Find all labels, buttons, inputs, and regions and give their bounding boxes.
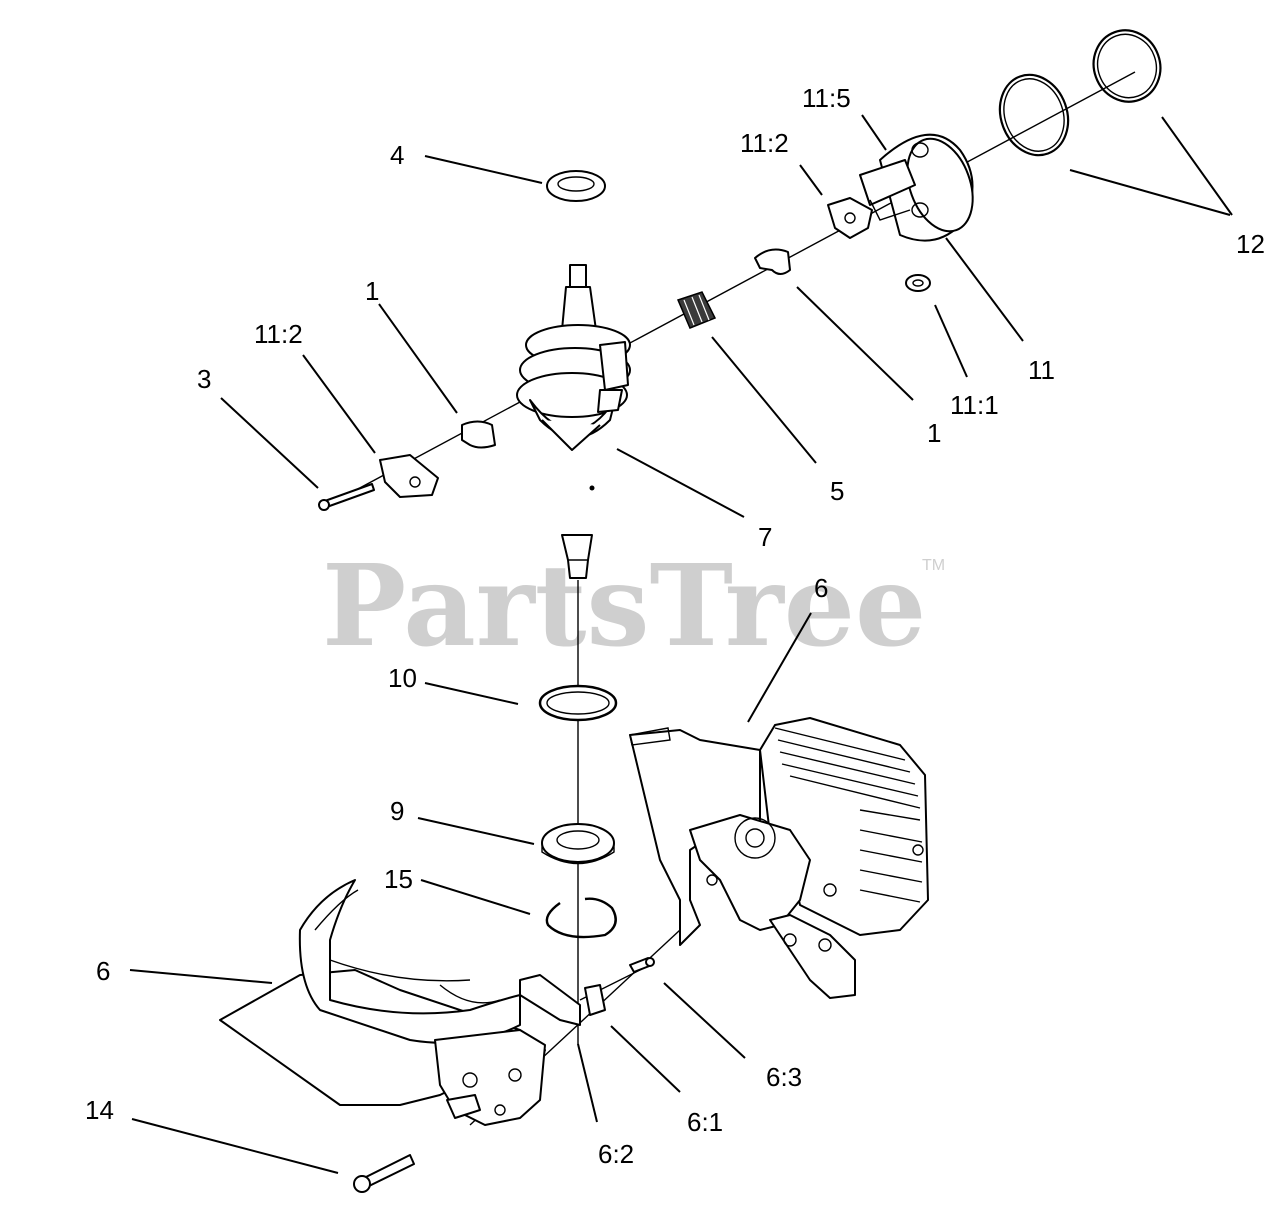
label-6-2: 6:2	[598, 1139, 634, 1169]
watermark-trademark: TM	[922, 557, 945, 574]
label-15: 15	[384, 864, 413, 894]
part-11-1-bushing	[905, 274, 931, 292]
part-11-2-lower-rod-end	[379, 454, 439, 498]
label-14: 14	[85, 1095, 114, 1125]
part-7-crankshaft	[516, 264, 631, 491]
part-1-lower-clip	[461, 420, 496, 449]
label-4: 4	[390, 140, 404, 170]
callout-labels: 4 11:5 11:2 12 11 11:1 1 5 1 11:2 3 7 6 …	[85, 83, 1265, 1169]
label-6-1: 6:1	[687, 1107, 723, 1137]
part-5-needle-bearing	[676, 291, 717, 329]
label-11-2-upper: 11:2	[740, 128, 789, 158]
label-7: 7	[758, 522, 772, 552]
part-10-o-ring	[538, 684, 618, 722]
part-1-upper-clip	[754, 248, 791, 275]
label-11: 11	[1028, 355, 1055, 385]
label-11-5: 11:5	[802, 83, 851, 113]
label-1-right: 1	[927, 418, 941, 448]
label-1-left: 1	[365, 276, 379, 306]
part-12-piston-rings	[998, 29, 1162, 157]
label-10: 10	[388, 663, 417, 693]
part-3-screw	[318, 483, 375, 511]
part-11-piston	[859, 133, 974, 242]
label-12: 12	[1236, 229, 1265, 259]
shaft-tip	[561, 534, 593, 579]
part-6-1-6-2-6-3-hardware	[519, 957, 655, 1026]
label-6-right: 6	[814, 573, 828, 603]
label-3: 3	[197, 364, 211, 394]
label-9: 9	[390, 796, 404, 826]
part-9-seal	[541, 823, 615, 865]
part-15-retaining-ring	[545, 897, 617, 939]
part-11-2-upper-rod-end	[827, 197, 873, 239]
label-6-left: 6	[96, 956, 110, 986]
part-6-cylinder-crankcase	[629, 717, 929, 999]
watermark-text: PartsTree	[322, 541, 926, 672]
label-6-3: 6:3	[766, 1062, 802, 1092]
part-6-crankcase-cover	[219, 879, 546, 1126]
part-14-bolt	[353, 1154, 415, 1193]
part-4-washer	[546, 170, 606, 202]
leader-lines	[129, 114, 1233, 1174]
label-11-1: 11:1	[950, 390, 999, 420]
label-5: 5	[830, 476, 844, 506]
label-11-2-lower: 11:2	[254, 319, 303, 349]
